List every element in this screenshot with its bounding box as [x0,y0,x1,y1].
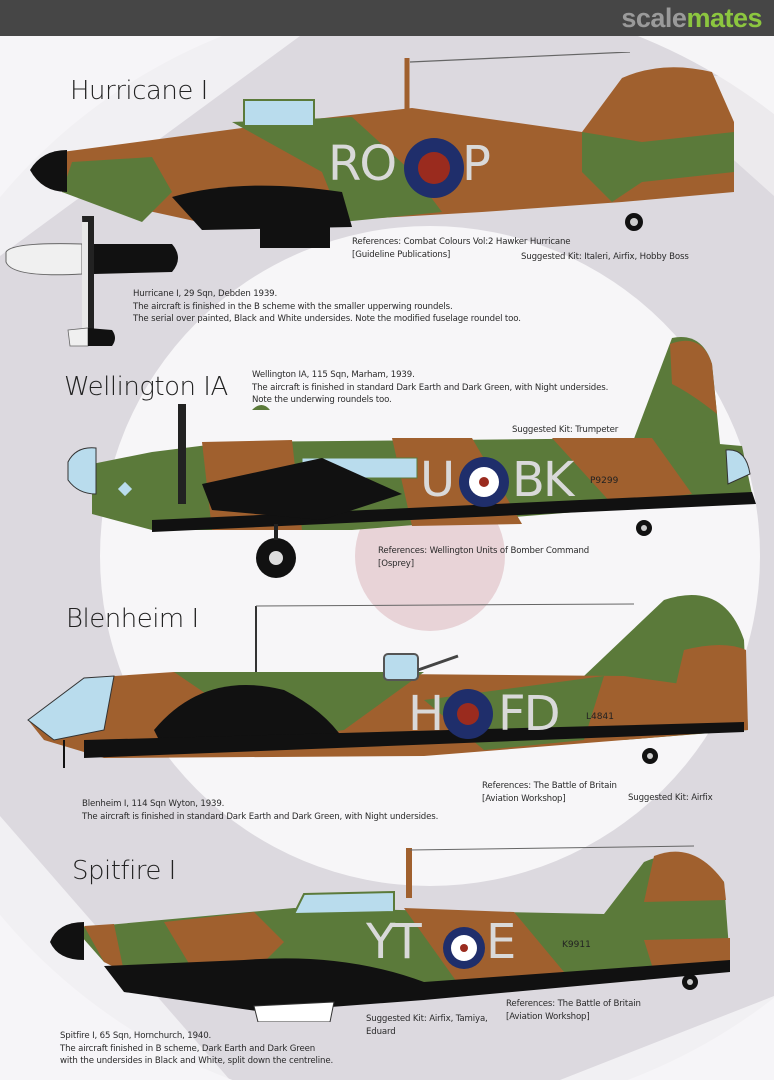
wellington-code-letters-right: BK [512,452,574,508]
wellington-serial: P9299 [590,476,619,486]
blenheim-side-profile [27,595,748,768]
spitfire-code-letters-right: E [486,914,517,970]
scalemates-logo[interactable]: scalemates [621,3,762,33]
hurricane-code-letters-right: P [462,136,491,192]
spitfire-code-letters-left: YT [366,914,422,970]
blenheim-suggested-kit: Suggested Kit: Airfix [628,793,713,803]
blenheim-references: References: The Battle of Britain [Aviat… [482,781,617,804]
wellington-side-profile [67,337,756,578]
aircraft-title-hurricane: Hurricane I [70,76,208,106]
wellington-suggested-kit: Suggested Kit: Trumpeter [512,425,619,435]
aircraft-title-blenheim: Blenheim I [66,604,199,634]
hurricane-side-profile [30,52,734,248]
spitfire-side-profile [50,845,730,1022]
blenheim-code-letters-right: FD [498,686,561,742]
hurricane-description: Hurricane I, 29 Sqn, Debden 1939. The ai… [133,289,521,324]
hurricane-references: References: Combat Colours Vol:2 Hawker … [352,237,571,260]
spitfire-references: References: The Battle of Britain [Aviat… [506,999,641,1022]
wellington-references: References: Wellington Units of Bomber C… [378,546,590,569]
spitfire-suggested-kit: Suggested Kit: Airfix, Tamiya, Eduard [366,1014,488,1037]
hurricane-suggested-kit: Suggested Kit: Italeri, Airfix, Hobby Bo… [521,252,689,262]
hurricane-code-letters-left: RO [328,136,397,192]
blenheim-description: Blenheim I, 114 Sqn Wyton, 1939. The air… [82,799,439,822]
top-bar: scalemates [0,0,774,36]
blenheim-code-letters-left: H [408,686,445,742]
spitfire-description: Spitfire I, 65 Sqn, Hornchurch, 1940. Th… [60,1031,334,1066]
hurricane-underside-plan [5,216,178,347]
aircraft-title-wellington: Wellington IA [64,372,228,402]
spitfire-serial: K9911 [562,940,591,950]
wellington-code-letters-left: U [420,452,456,508]
aircraft-title-spitfire: Spitfire I [72,856,176,886]
blenheim-serial: L4841 [586,712,614,722]
wellington-description: Wellington IA, 115 Sqn, Marham, 1939. Th… [252,370,609,405]
